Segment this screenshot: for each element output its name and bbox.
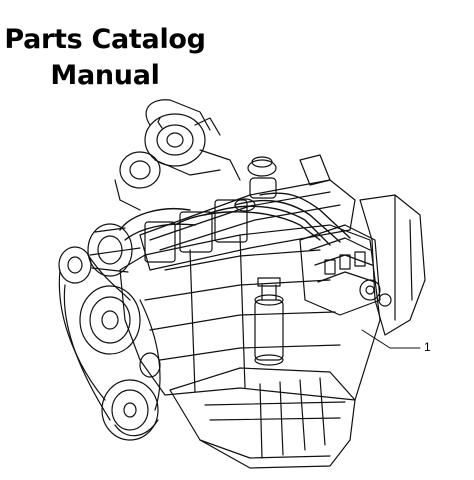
fuel-filter xyxy=(254,277,284,366)
alternator xyxy=(87,223,133,277)
front-pulleys xyxy=(58,246,161,441)
page-title: Parts Catalog Manual xyxy=(0,22,210,94)
title-line-2: Manual xyxy=(50,60,160,91)
callout-leader-line xyxy=(361,329,421,349)
title-line-1: Parts Catalog xyxy=(4,24,206,55)
cylinder-head xyxy=(139,154,356,271)
injection-pump xyxy=(299,224,381,316)
flywheel-housing xyxy=(359,194,426,336)
engine-block xyxy=(119,224,381,401)
fuel-lines xyxy=(119,192,351,246)
callout-number: 1 xyxy=(424,340,431,354)
turbocharger xyxy=(114,99,241,211)
oil-sump xyxy=(169,367,356,469)
